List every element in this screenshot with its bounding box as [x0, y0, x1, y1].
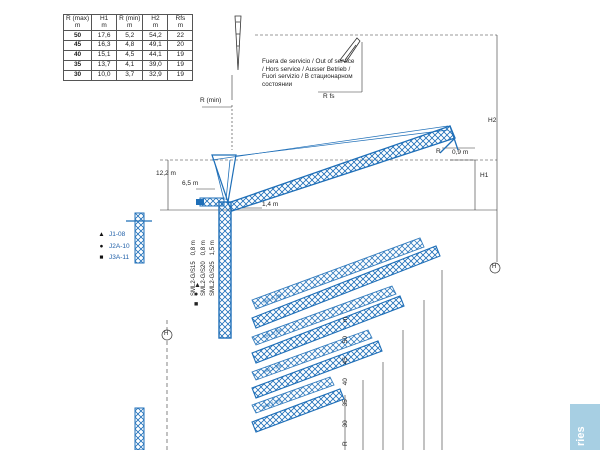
- mast-code-value: 1,5 m: [210, 240, 216, 256]
- mast-code: SML2-G/S25: [210, 261, 216, 296]
- boom-length-ticks: [344, 270, 443, 450]
- triangle-icon: ▲: [98, 231, 105, 238]
- mast-section-sketch: [126, 212, 152, 450]
- mast-code-value: 0,8 m: [200, 240, 207, 256]
- counter-jib: [196, 197, 225, 207]
- boom-configurations: [251, 237, 441, 433]
- table-cell: 44,1: [142, 50, 169, 61]
- h-marker-left: H: [164, 331, 169, 337]
- boom-length: 30: [342, 420, 349, 428]
- tower-mast: [211, 154, 237, 339]
- label-offset-1-4: 1,4 m: [262, 201, 279, 208]
- table-cell: 5,2: [116, 30, 144, 42]
- table-cell: 19: [167, 60, 194, 71]
- table-cell: 54,2: [142, 30, 169, 42]
- legend-label: J1-08: [109, 231, 126, 238]
- label-r-fs: R fs: [323, 93, 335, 100]
- table-row: 35 13,7 4,1 39,0 19: [62, 60, 194, 71]
- boom-length: 45: [342, 357, 349, 365]
- side-tab: ries: [570, 404, 600, 450]
- boom-length: R: [342, 441, 349, 446]
- table-cell: 4,1: [116, 60, 144, 71]
- boom-length-labels: R 30 35 40 45 50 m: [342, 305, 349, 446]
- table-cell: 40: [62, 50, 93, 61]
- table-row: 40 15,1 4,5 44,1 19: [62, 50, 194, 61]
- note-line: / Hors service / Ausser Betrieb /: [262, 65, 351, 73]
- legend-item: ■ J3A-11: [98, 252, 130, 264]
- table-row: 50 17,6 5,2 54,2 22: [62, 30, 194, 42]
- mast-code-value: 0,8 m: [191, 240, 197, 256]
- table-cell: 45: [62, 40, 93, 52]
- table-cell: 32,9: [142, 69, 169, 81]
- label-height-12-2: 12,2 m: [156, 170, 176, 177]
- table-cell: 49,1: [142, 40, 169, 52]
- legend-item: ● J2A-10: [98, 241, 130, 253]
- circle-icon: ●: [99, 242, 104, 250]
- square-icon: ■: [99, 254, 104, 261]
- label-offset-0-9: 0,9 m: [452, 149, 469, 156]
- legend-label: J3A-11: [109, 254, 130, 261]
- table-cell: 17,6: [91, 30, 118, 42]
- legend: ▲ J1-08 ● J2A-10 ■ J3A-11: [98, 229, 130, 264]
- col-rmin: R (min)m: [116, 13, 144, 32]
- table-cell: 15,1: [91, 50, 118, 61]
- table-cell: 22: [167, 30, 194, 42]
- table-cell: 30: [62, 69, 93, 81]
- note-line: Fuera de servicio / Out of service: [262, 58, 355, 65]
- label-r: R: [436, 148, 441, 155]
- table-cell: 13,7: [91, 60, 118, 71]
- label-h2: H2: [488, 117, 497, 124]
- luffing-boom: [211, 125, 459, 212]
- table-cell: 10,0: [91, 69, 118, 81]
- square-icon: ■: [194, 300, 199, 308]
- table-cell: 19: [167, 50, 194, 61]
- col-rmax: R (max)m: [62, 13, 93, 32]
- table-row: 45 16,3 4,8 49,1 20: [62, 40, 194, 52]
- dimension-lines: [160, 34, 498, 450]
- boom-length: m: [342, 316, 349, 323]
- table-cell: 20: [167, 40, 194, 52]
- out-of-service-sketch: [234, 15, 361, 71]
- triangle-icon: ▲: [194, 282, 201, 289]
- table-cell: 3,7: [116, 69, 144, 81]
- legend-item: ▲ J1-08: [98, 229, 130, 241]
- table-cell: 50: [62, 30, 93, 42]
- circle-icon: ●: [194, 291, 199, 299]
- note-line: состоянии: [262, 80, 293, 88]
- mast-markers: ▲ ● ■: [194, 281, 201, 309]
- table-cell: 16,3: [91, 40, 118, 52]
- table-cell: 35: [62, 60, 93, 71]
- table-cell: 39,0: [142, 60, 169, 71]
- h-markers: [161, 262, 501, 341]
- boom-length: 40: [342, 378, 349, 386]
- table-cell: 4,8: [116, 40, 144, 52]
- table-cell: 4,5: [116, 50, 144, 61]
- label-h1: H1: [480, 172, 489, 179]
- boom-length: 35: [342, 399, 349, 407]
- boom-length: 50: [342, 336, 349, 344]
- table-cell: 19: [167, 69, 194, 81]
- label-offset-6-5: 6,5 m: [182, 180, 199, 187]
- legend-label: J2A-10: [109, 242, 130, 250]
- side-tab-label: ries: [575, 426, 587, 446]
- mast-code-row: SML2-G/S25 1,5 m: [209, 240, 219, 296]
- note-line: Fuori servizio / В стационарном: [262, 73, 353, 81]
- label-r-min: R (min): [200, 97, 222, 104]
- out-of-service-note: Fuera de servicio / Out of service / Hor…: [262, 58, 354, 88]
- h-marker-right: H: [492, 264, 497, 270]
- table-row: 30 10,0 3,7 32,9 19: [62, 69, 194, 81]
